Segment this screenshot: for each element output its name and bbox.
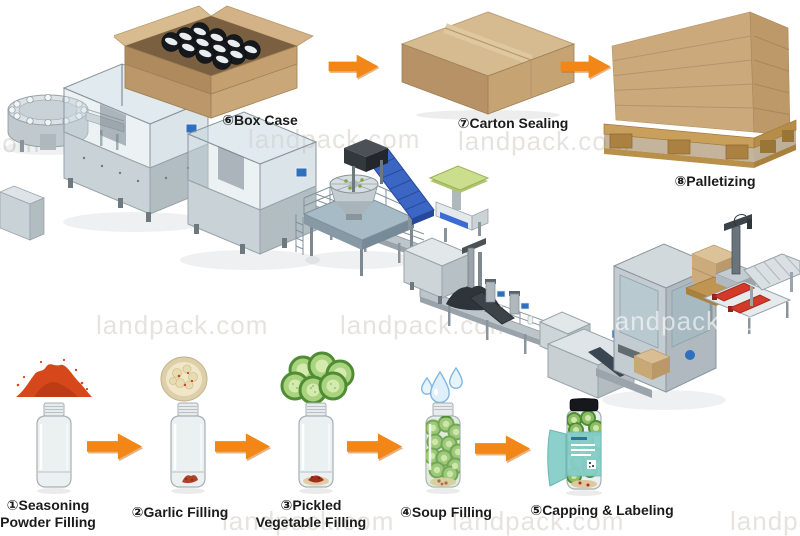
watermark-text: landpack.com (222, 506, 395, 536)
labeled-jar-illustration (547, 398, 602, 496)
step-label-line1: ⑤Capping & Labeling (530, 502, 674, 518)
jar-cap (569, 398, 599, 412)
step-label-line1: ③Pickled (280, 497, 342, 513)
edge-cabinet (0, 185, 46, 241)
step-label-palletizing: ⑧Palletizing (674, 173, 756, 189)
capping-heads (485, 279, 530, 315)
hmi-screen (295, 167, 308, 178)
jar-illustration-empty (36, 402, 72, 494)
filling-machine-1 (62, 63, 210, 222)
incline-elevator (344, 139, 435, 230)
watermark-text: landpack.com (452, 506, 625, 536)
step-label-line1: ①Seasoning (6, 497, 90, 513)
brand-dot (685, 350, 695, 360)
jar-illustration-soup (425, 402, 461, 494)
flow-arrow-icon (346, 433, 404, 462)
step-label-box-case: ⑥Box Case (222, 112, 298, 128)
garlic-bowl-icon (160, 356, 208, 402)
flow-arrow-icon (86, 433, 144, 462)
watermark-text: landpack.com (608, 306, 781, 336)
step-label-line2: Vegetable Filling (255, 514, 367, 531)
watermark-text: landpack.com (458, 126, 631, 156)
step-label-line1: ④Soup Filling (400, 504, 492, 520)
flow-arrow-icon (474, 435, 532, 464)
filling-machine-2 (186, 111, 318, 255)
step-label-carton-sealing: ⑦Carton Sealing (457, 115, 569, 131)
cucumber-slices-icon (280, 351, 355, 404)
step-label-pickled: ③Pickled Vegetable Filling (250, 497, 372, 531)
label-sticker-flap (547, 429, 567, 487)
pallet-with-cartons-illustration (603, 11, 797, 168)
qr-code (587, 460, 596, 469)
jar-illustration-garlic (170, 402, 206, 494)
step-label-garlic: ②Garlic Filling (126, 504, 234, 521)
vibrating-tray (428, 165, 490, 242)
flow-arrow-icon (328, 54, 380, 80)
watermark-text: landpack.com (730, 506, 800, 536)
step-label-capping: ⑤Capping & Labeling (528, 502, 676, 519)
open-carton-with-jars-illustration (114, 5, 314, 119)
water-drops-icon (421, 366, 463, 404)
output-roller-conveyor (743, 253, 800, 306)
step-label-soup: ④Soup Filling (392, 504, 500, 521)
watermark-text: landpack.com (96, 310, 269, 340)
chili-powder-icon (16, 358, 92, 397)
flow-arrow-icon (560, 54, 612, 80)
step-label-line2: Powder Filling (0, 514, 96, 531)
sealed-carton-illustration (400, 11, 576, 120)
step-label-seasoning: ①Seasoning Powder Filling (0, 497, 100, 531)
flow-arrow-icon (214, 433, 272, 462)
jar-caps-in-box (161, 22, 261, 70)
step-label-line1: ②Garlic Filling (131, 504, 229, 520)
jar-illustration-pickled (298, 402, 334, 494)
